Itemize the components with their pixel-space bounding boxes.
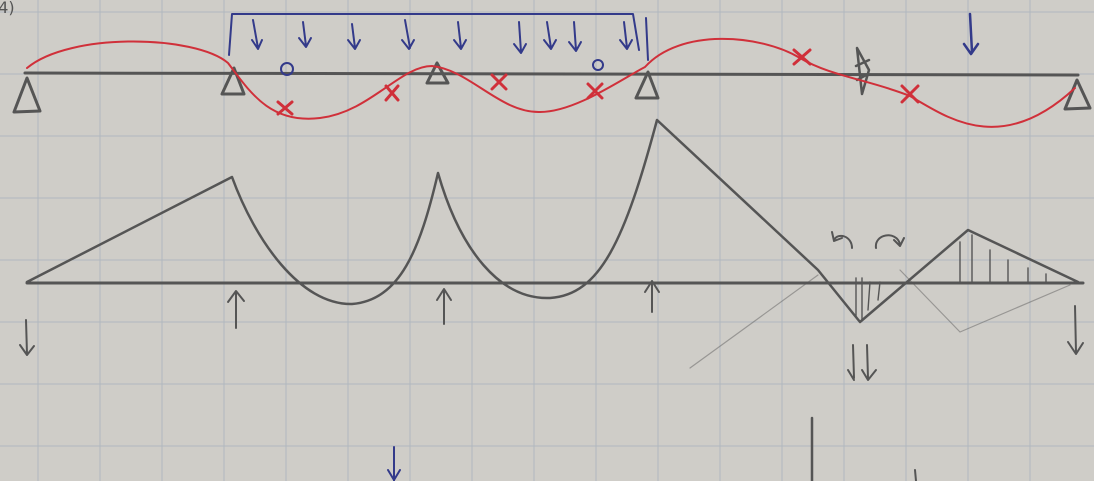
- load-arrow: [298, 21, 312, 48]
- load-arrow: [347, 23, 361, 50]
- inflection-mark: [384, 84, 400, 102]
- load-arrow: [513, 21, 527, 54]
- pin-support-left: [12, 76, 42, 114]
- problem-number: (4): [0, 0, 15, 17]
- roller-support-right: [1063, 78, 1092, 111]
- inflection-marks: [276, 48, 920, 116]
- beam-line: [23, 71, 1080, 77]
- load-arrow: [453, 21, 467, 50]
- stray-blue-arrow: [387, 446, 401, 481]
- stray-pencil-tick: [914, 469, 917, 481]
- roller-support-1: [220, 66, 246, 96]
- deflected-shape-curve: [26, 37, 1076, 128]
- internal-hinge: [854, 46, 871, 96]
- inflection-mark: [900, 84, 920, 104]
- rotation-ccw-icon: [831, 231, 853, 249]
- rotation-cw-icon: [874, 234, 905, 249]
- load-frame: [228, 13, 640, 56]
- hinge-circle-mark: [592, 59, 604, 71]
- reaction-arrow-down: [1067, 305, 1084, 355]
- reaction-arrow-down: [19, 319, 35, 356]
- hinge-circle-mark: [280, 62, 294, 76]
- reaction-arrow-up: [644, 280, 660, 313]
- moment-extension-line: [689, 269, 1071, 369]
- reaction-arrow-up: [227, 290, 245, 329]
- load-arrow: [543, 21, 557, 50]
- load-arrow: [251, 19, 263, 50]
- moment-diagram-curve: [25, 118, 1080, 324]
- distributed-load: [228, 13, 649, 61]
- load-arrow: [619, 21, 633, 50]
- inflection-mark: [276, 100, 294, 116]
- inflection-mark: [490, 73, 508, 91]
- roller-support-3: [634, 70, 660, 100]
- reaction-arrow-up: [436, 288, 452, 325]
- inflection-mark: [792, 48, 812, 66]
- inflection-mark: [586, 82, 604, 100]
- load-arrow: [568, 21, 582, 52]
- roller-support-2: [425, 61, 450, 85]
- load-arrow: [401, 19, 415, 50]
- point-load-arrow: [962, 12, 980, 56]
- reaction-arrow-down-pair: [847, 344, 877, 381]
- moment-hatching: [855, 234, 1047, 321]
